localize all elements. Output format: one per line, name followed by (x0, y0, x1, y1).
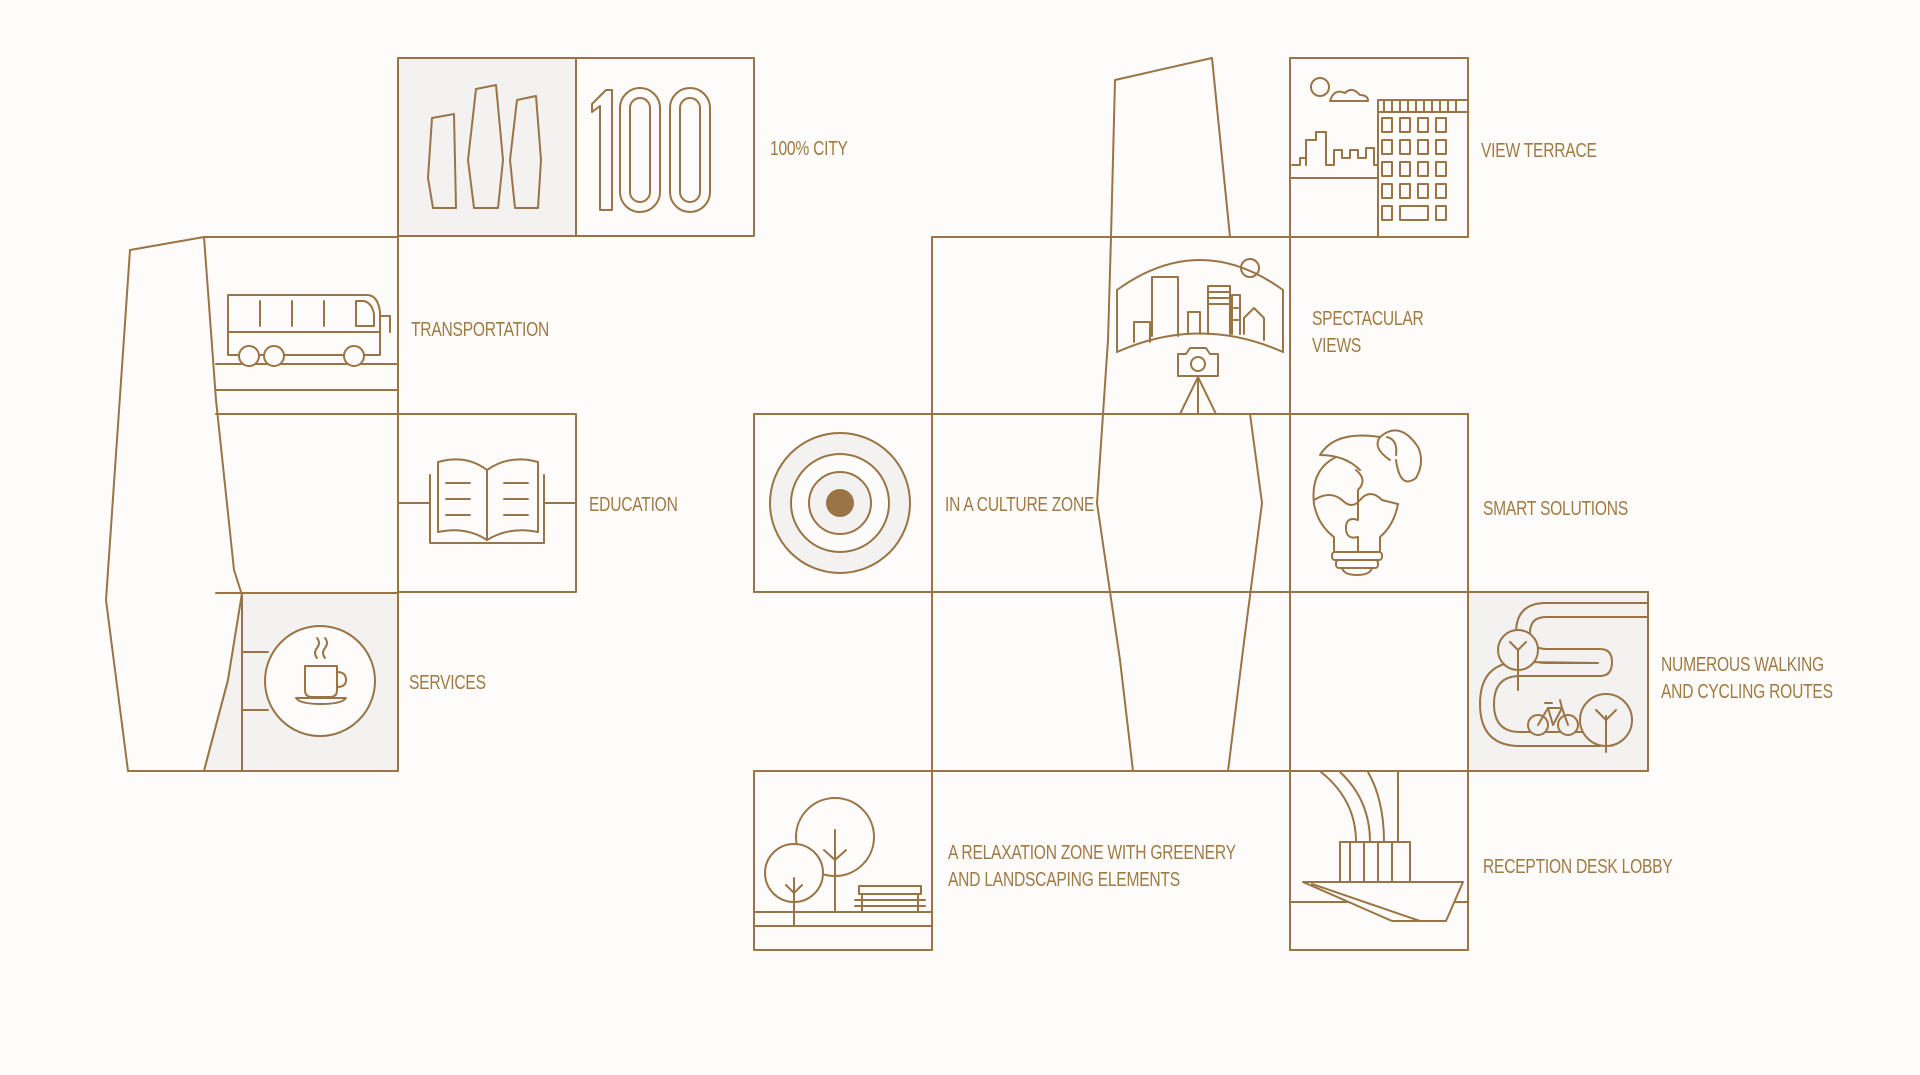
label-spectacular-views: SPECTACULAR VIEWS (1312, 306, 1424, 360)
book-icon (430, 459, 544, 543)
label-relaxation-zone: A RELAXATION ZONE WITH GREENERY AND LAND… (948, 840, 1236, 894)
label-spectacular-views-line-1: SPECTACULAR (1312, 308, 1424, 330)
camera-icon (1178, 348, 1218, 414)
label-view-terrace: VIEW TERRACE (1481, 140, 1597, 162)
label-reception: RECEPTION DESK LOBBY (1483, 856, 1673, 878)
park-bench-icon (855, 886, 925, 912)
services-box (204, 593, 398, 771)
target-icon (770, 433, 910, 573)
bus-icon (216, 295, 398, 390)
label-transportation: TRANSPORTATION (411, 319, 550, 341)
hotel-lobby-icon (1290, 772, 1468, 921)
number-100 (592, 88, 710, 212)
label-services: SERVICES (409, 672, 486, 694)
winding-road-icon (1468, 592, 1648, 771)
education-box (398, 414, 576, 592)
towers-icon (428, 85, 541, 208)
label-spectacular-views-line-2: VIEWS (1312, 335, 1362, 357)
right-tower (1097, 58, 1262, 771)
city-skyline-icon (1117, 259, 1283, 352)
label-walking-routes-line-2: AND CYCLING ROUTES (1661, 681, 1833, 703)
label-city: 100% CITY (770, 138, 848, 160)
label-culture-zone: IN A CULTURE ZONE (945, 494, 1095, 516)
label-relaxation-zone-line-2: AND LANDSCAPING ELEMENTS (948, 869, 1180, 891)
label-walking-routes-line-1: NUMEROUS WALKING (1661, 654, 1824, 676)
bicycle-icon (1528, 700, 1578, 735)
lightbulb-puzzle-icon (1313, 430, 1421, 575)
coffee-cup-icon (296, 638, 346, 704)
label-smart-solutions: SMART SOLUTIONS (1483, 498, 1629, 520)
label-education: EDUCATION (589, 494, 678, 516)
view-terrace-box (1290, 58, 1468, 237)
label-walking-routes: NUMEROUS WALKING AND CYCLING ROUTES (1661, 652, 1833, 706)
label-relaxation-zone-line-1: A RELAXATION ZONE WITH GREENERY (948, 842, 1236, 864)
tree-icon (754, 798, 932, 926)
